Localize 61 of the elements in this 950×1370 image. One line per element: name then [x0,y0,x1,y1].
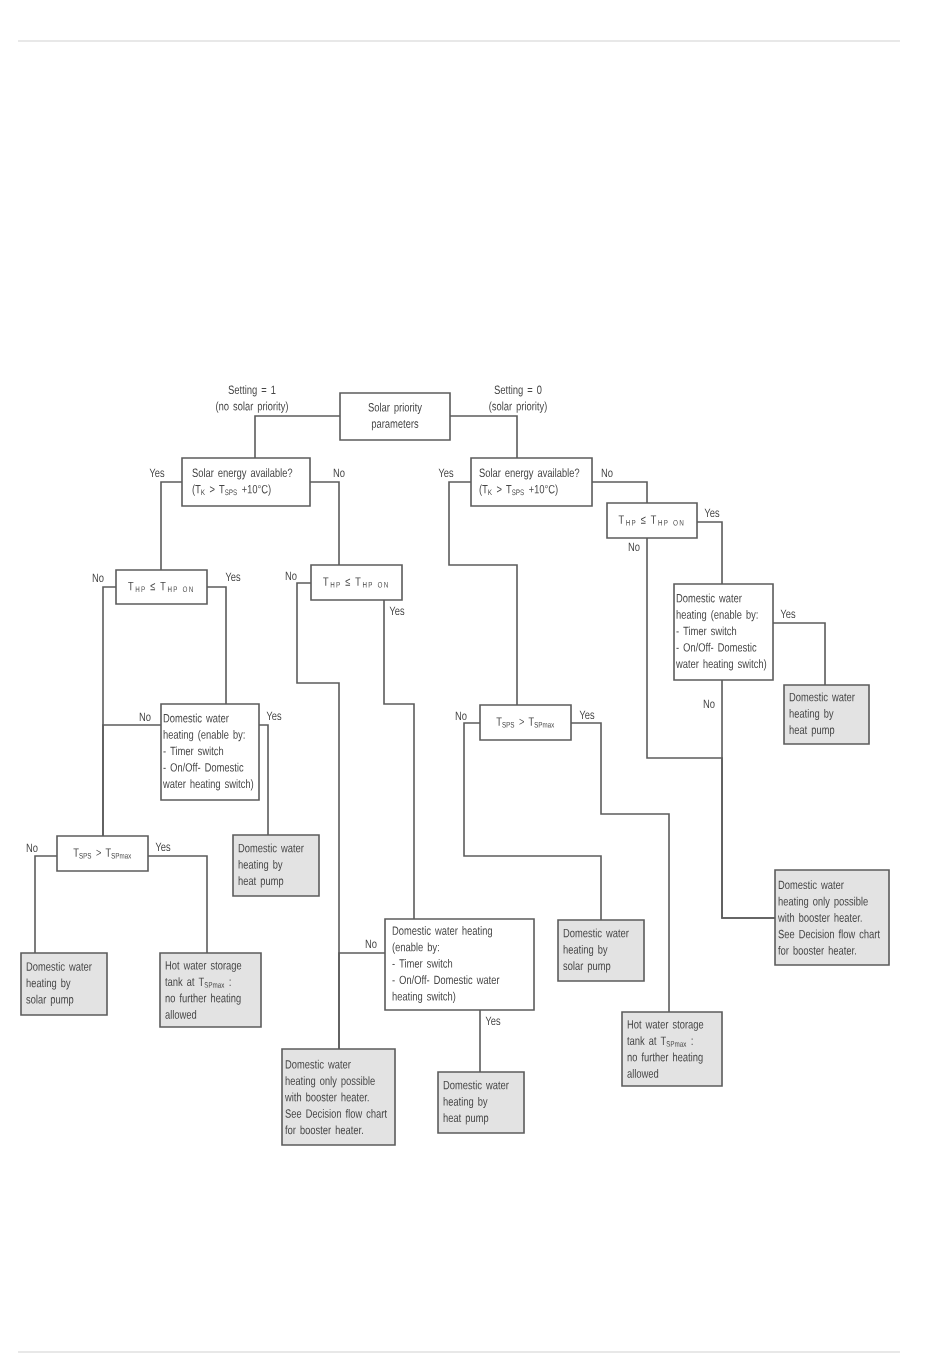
result-box: Domestic water heating only possible with booster heater. See Decision flow chart for booster heater. [281,1048,396,1146]
edge-label: No [703,699,715,709]
flow-line [207,586,227,704]
result-box: Domestic water heating by heat pump [437,1071,525,1134]
flow-line [448,481,518,705]
flow-line [697,521,723,584]
decision-box: Domestic water heating (enable by: - Timer switch - On/Off- Domestic water heating switch) [384,918,535,1011]
result-box: Domestic water heating by solar pump [557,919,645,982]
flow-line [721,680,775,919]
edge-label: Yes [438,468,454,478]
flow-line [160,481,182,570]
flow-line [259,724,269,835]
decision-box: $\mathrm{T}_{\mathrm{HP}} \mathrel{≤} \mathrm{T}_{\mathrm{HP\ ON}}$ [310,564,403,601]
flow-line [148,855,208,953]
edge-label: No [628,542,640,552]
flow-line [571,722,670,1012]
edge-label: Setting = 0 (solar priority) [489,385,547,413]
edge-label: Yes [704,508,720,518]
edge-label: No [455,711,467,721]
flow-line [254,415,340,458]
decision-box: Solar energy available? (T$_{K}$ > T$_{SPS}$ +10°C) [181,457,311,507]
edge-label: Yes [149,468,165,478]
edge-label: Yes [266,711,282,721]
edge-label: Yes [579,710,595,720]
decision-box: Domestic water heating (enable by: - Timer switch - On/Off- Domestic water heating switch) [160,703,260,801]
decision-box: T$_{SPS}$ > T$_{SPmax}$ [56,835,149,872]
flow-line [102,724,161,836]
edge-label: Setting = 1 (no solar priority) [216,385,288,413]
flow-line [338,952,385,1049]
flow-line [773,622,826,685]
decision-box: T$_{SPS}$ > T$_{SPmax}$ [479,704,572,741]
edge-label: Yes [225,572,241,582]
flow-line [310,481,340,565]
edge-label: No [601,468,613,478]
edge-label: Yes [389,606,405,616]
start-box: Solar priority parameters [339,392,451,441]
flow-line [463,722,602,920]
decision-box: $\mathrm{T}_{\mathrm{HP}} \mathrel{≤} \mathrm{T}_{\mathrm{HP\ ON}}$ [606,502,698,539]
flow-line [592,481,648,503]
decision-box: $\mathrm{T}_{\mathrm{HP}} \mathrel{≤} \mathrm{T}_{\mathrm{HP\ ON}}$ [115,569,208,605]
decision-box: Solar energy available? (T$_{K}$ > T$_{SPS}$ +10°C) [470,457,593,507]
flow-line [479,1010,481,1072]
decision-box: Domestic water heating (enable by: - Timer switch - On/Off- Domestic water heating switch) [673,583,774,681]
flow-line [383,600,415,919]
edge-label: Yes [485,1016,501,1026]
result-box: Domestic water heating by heat pump [783,684,870,745]
edge-label: No [139,712,151,722]
edge-label: No [365,939,377,949]
edge-label: No [26,843,38,853]
result-box: Domestic water heating only possible with booster heater. See Decision flow chart for booster heater. [774,869,890,966]
edge-label: Yes [780,609,796,619]
edge-label: No [92,573,104,583]
edge-label: No [333,468,345,478]
flow-line [450,415,518,458]
edge-label: No [285,571,297,581]
flow-line [34,855,57,953]
result-box: Domestic water heating by solar pump [20,952,108,1016]
result-box: Hot water storage tank at T$_{SPmax}$ : no further heating allowed [159,952,262,1028]
result-box: Hot water storage tank at T$_{SPmax}$ : no further heating allowed [621,1011,723,1087]
result-box: Domestic water heating by heat pump [232,834,320,897]
edge-label: Yes [155,842,171,852]
